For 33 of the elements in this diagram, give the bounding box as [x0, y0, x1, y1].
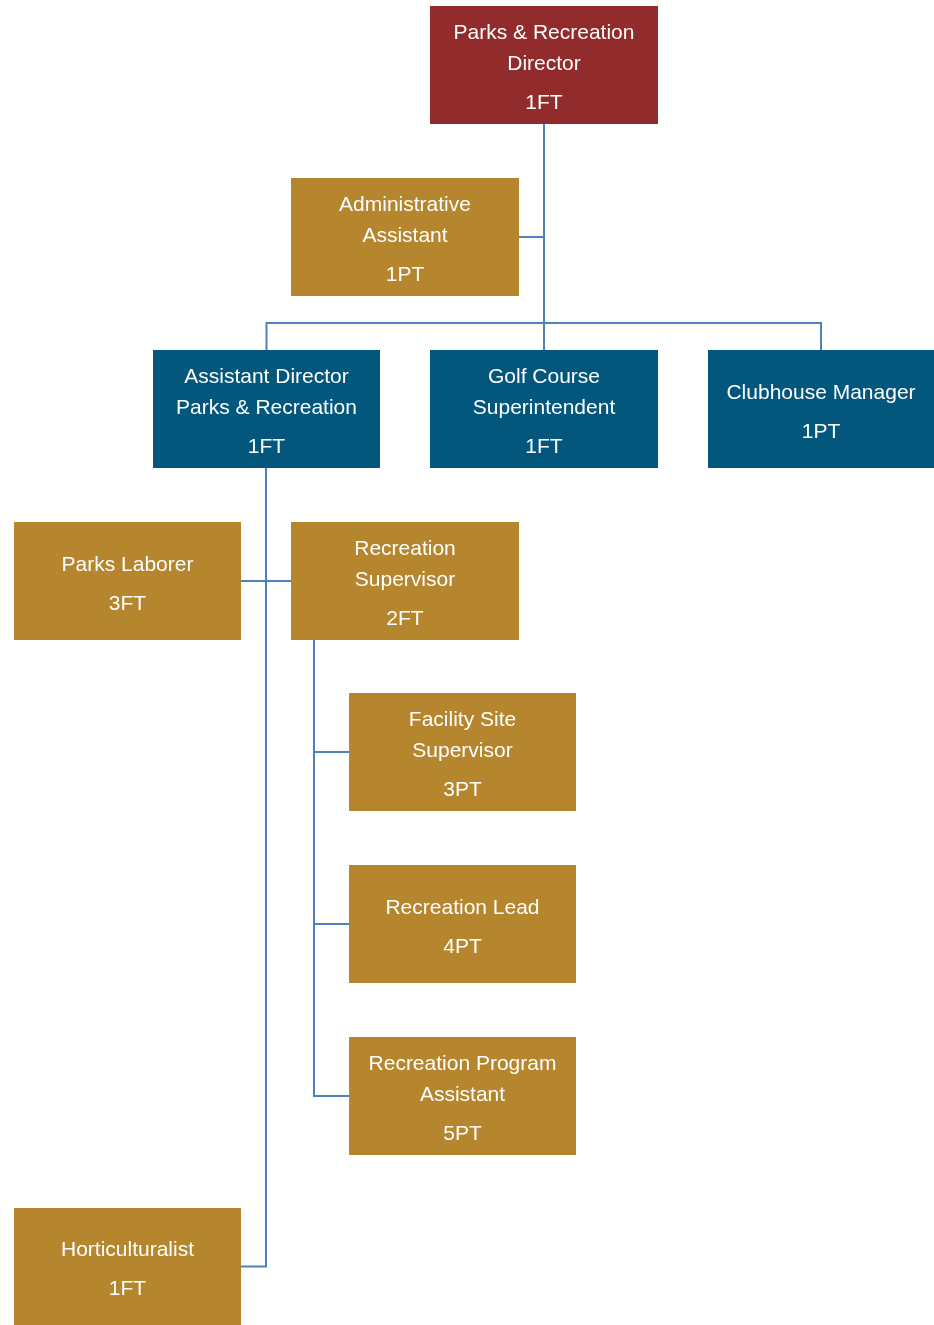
- staff-count: 1FT: [525, 90, 563, 114]
- position-box: [349, 1037, 576, 1155]
- position-title: Golf Course Superintendent: [471, 363, 617, 420]
- position-box: [14, 522, 241, 640]
- staff-count: 2FT: [386, 606, 424, 630]
- position-title: Recreation Supervisor: [353, 535, 457, 592]
- position-box: [291, 522, 519, 640]
- position-box: [430, 350, 658, 468]
- staff-count: 1PT: [801, 418, 841, 443]
- staff-count: 1FT: [247, 434, 286, 458]
- position-box: [153, 350, 380, 468]
- position-title: Clubhouse Manager: [726, 378, 916, 405]
- staff-count: 1FT: [108, 1276, 147, 1300]
- position-box: [349, 693, 576, 811]
- staff-count: 3FT: [108, 590, 147, 615]
- position-title: Assistant Director Parks & Recreation: [175, 363, 358, 420]
- staff-count: 5PT: [443, 1121, 482, 1145]
- position-box: [708, 350, 934, 468]
- staff-count: 1FT: [525, 434, 563, 458]
- position-title: Horticulturalist: [60, 1236, 194, 1262]
- staff-count: 4PT: [443, 933, 482, 958]
- position-title: Parks & Recreation Director: [452, 19, 636, 76]
- position-title: Recreation Program Assistant: [367, 1050, 558, 1107]
- position-title: Administrative Assistant: [338, 191, 472, 248]
- position-box: [349, 865, 576, 983]
- position-box: [430, 6, 658, 124]
- staff-count: 1PT: [385, 262, 425, 286]
- position-title: Recreation Lead: [385, 893, 540, 920]
- position-box: [14, 1208, 241, 1325]
- position-title: Facility Site Supervisor: [407, 706, 518, 763]
- position-box: [291, 178, 519, 296]
- staff-count: 3PT: [443, 777, 482, 801]
- position-title: Parks Laborer: [61, 550, 194, 577]
